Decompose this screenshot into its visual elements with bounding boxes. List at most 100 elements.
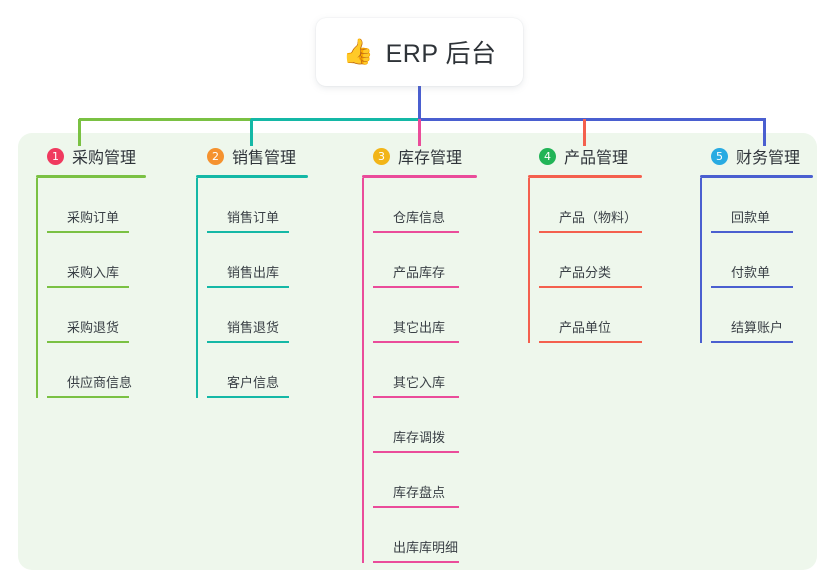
branch-underline bbox=[36, 175, 146, 178]
branch-title: 产品管理 bbox=[564, 150, 629, 167]
branch-children: 产品（物料） 产品分类产品单位 bbox=[528, 178, 703, 343]
root-title: ERP 后台 bbox=[385, 40, 497, 68]
leaf-label: 销售退货 bbox=[227, 320, 280, 335]
leaf-underline bbox=[207, 286, 289, 288]
leaf-underline bbox=[373, 231, 459, 233]
branch-title: 财务管理 bbox=[736, 150, 801, 167]
branch-spine bbox=[528, 178, 530, 343]
leaf-underline bbox=[539, 341, 642, 343]
branch-header-2[interactable]: 2 销售管理 bbox=[196, 143, 346, 169]
leaf-label: 采购订单 bbox=[67, 210, 120, 225]
leaf-underline bbox=[539, 286, 642, 288]
leaf-node[interactable]: 供应商信息 bbox=[47, 343, 186, 398]
leaf-node[interactable]: 产品单位 bbox=[539, 288, 703, 343]
branch-column-2: 2 销售管理销售订单销售出库销售退货客户信息 bbox=[196, 143, 346, 398]
branch-children: 回款单付款单结算账户 bbox=[700, 178, 839, 343]
leaf-underline bbox=[711, 286, 793, 288]
leaf-label: 销售出库 bbox=[227, 265, 280, 280]
leaf-node[interactable]: 销售出库 bbox=[207, 233, 346, 288]
leaf-underline bbox=[47, 231, 129, 233]
branch-column-3: 3 库存管理仓库信息产品库存其它出库其它入库库存调拨库存盘点出库库明细 bbox=[362, 143, 522, 563]
leaf-underline bbox=[207, 396, 289, 398]
leaf-node[interactable]: 其它出库 bbox=[373, 288, 522, 343]
leaf-node[interactable]: 出库库明细 bbox=[373, 508, 522, 563]
branch-spine bbox=[36, 178, 38, 398]
leaf-node[interactable]: 库存盘点 bbox=[373, 453, 522, 508]
leaf-label: 产品单位 bbox=[559, 320, 612, 335]
branch-underline bbox=[700, 175, 813, 178]
leaf-underline bbox=[207, 231, 289, 233]
leaf-underline bbox=[373, 396, 459, 398]
leaf-node[interactable]: 产品库存 bbox=[373, 233, 522, 288]
leaf-label: 其它入库 bbox=[393, 375, 446, 390]
branch-spine bbox=[362, 178, 364, 563]
leaf-label: 产品库存 bbox=[393, 265, 446, 280]
leaf-label: 销售订单 bbox=[227, 210, 280, 225]
leaf-underline bbox=[47, 341, 129, 343]
leaf-node[interactable]: 销售退货 bbox=[207, 288, 346, 343]
leaf-underline bbox=[373, 561, 459, 563]
branch-children: 仓库信息产品库存其它出库其它入库库存调拨库存盘点出库库明细 bbox=[362, 178, 522, 563]
branch-number-badge: 3 bbox=[373, 147, 390, 165]
leaf-node[interactable]: 产品分类 bbox=[539, 233, 703, 288]
branch-number-badge: 5 bbox=[711, 147, 728, 165]
branch-title: 销售管理 bbox=[232, 150, 297, 167]
branch-children: 销售订单销售出库销售退货客户信息 bbox=[196, 178, 346, 398]
leaf-underline bbox=[373, 341, 459, 343]
leaf-underline bbox=[711, 341, 793, 343]
branch-header-4[interactable]: 4 产品管理 bbox=[528, 143, 703, 169]
leaf-node[interactable]: 产品（物料） bbox=[539, 178, 703, 233]
leaf-label: 库存调拨 bbox=[393, 430, 446, 445]
leaf-node[interactable]: 结算账户 bbox=[711, 288, 839, 343]
leaf-underline bbox=[373, 286, 459, 288]
branch-title: 库存管理 bbox=[398, 150, 463, 167]
leaf-node[interactable]: 库存调拨 bbox=[373, 398, 522, 453]
leaf-node[interactable]: 销售订单 bbox=[207, 178, 346, 233]
branch-spine bbox=[700, 178, 702, 343]
branch-children: 采购订单采购入库采购退货供应商信息 bbox=[36, 178, 186, 398]
leaf-underline bbox=[539, 231, 642, 233]
leaf-underline bbox=[47, 396, 129, 398]
branch-header-5[interactable]: 5 财务管理 bbox=[700, 143, 839, 169]
branch-title: 采购管理 bbox=[72, 150, 137, 167]
leaf-label: 库存盘点 bbox=[393, 485, 446, 500]
branch-spine bbox=[196, 178, 198, 398]
thumbs-up-icon: 👍 bbox=[342, 37, 374, 66]
leaf-underline bbox=[373, 451, 459, 453]
leaf-node[interactable]: 采购订单 bbox=[47, 178, 186, 233]
branch-header-3[interactable]: 3 库存管理 bbox=[362, 143, 522, 169]
leaf-label: 产品分类 bbox=[559, 265, 612, 280]
leaf-label: 出库库明细 bbox=[393, 540, 459, 555]
branch-column-1: 1 采购管理采购订单采购入库采购退货供应商信息 bbox=[36, 143, 186, 398]
branch-underline bbox=[362, 175, 477, 178]
branch-underline bbox=[196, 175, 308, 178]
leaf-label: 供应商信息 bbox=[67, 375, 133, 390]
leaf-underline bbox=[711, 231, 793, 233]
leaf-underline bbox=[207, 341, 289, 343]
leaf-label: 客户信息 bbox=[227, 375, 280, 390]
diagram-background-panel bbox=[18, 133, 817, 570]
leaf-label: 其它出库 bbox=[393, 320, 446, 335]
leaf-label: 付款单 bbox=[731, 265, 771, 280]
leaf-underline bbox=[47, 286, 129, 288]
branch-number-badge: 1 bbox=[47, 147, 64, 165]
leaf-underline bbox=[373, 506, 459, 508]
branch-number-badge: 2 bbox=[207, 147, 224, 165]
leaf-node[interactable]: 采购入库 bbox=[47, 233, 186, 288]
root-node[interactable]: 👍 ERP 后台 bbox=[316, 18, 523, 86]
leaf-node[interactable]: 仓库信息 bbox=[373, 178, 522, 233]
leaf-node[interactable]: 采购退货 bbox=[47, 288, 186, 343]
branch-number-badge: 4 bbox=[539, 147, 556, 165]
leaf-node[interactable]: 付款单 bbox=[711, 233, 839, 288]
leaf-label: 回款单 bbox=[731, 210, 771, 225]
leaf-node[interactable]: 客户信息 bbox=[207, 343, 346, 398]
branch-column-5: 5 财务管理回款单付款单结算账户 bbox=[700, 143, 839, 343]
leaf-node[interactable]: 回款单 bbox=[711, 178, 839, 233]
branch-underline bbox=[528, 175, 642, 178]
leaf-label: 采购入库 bbox=[67, 265, 120, 280]
leaf-label: 采购退货 bbox=[67, 320, 120, 335]
branch-header-1[interactable]: 1 采购管理 bbox=[36, 143, 186, 169]
leaf-label: 产品（物料） bbox=[559, 210, 638, 225]
leaf-node[interactable]: 其它入库 bbox=[373, 343, 522, 398]
